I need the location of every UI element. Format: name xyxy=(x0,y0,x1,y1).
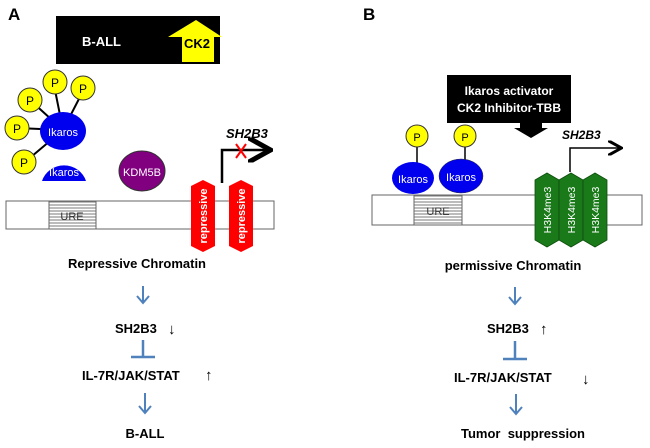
blue-arrow-icon xyxy=(136,286,150,305)
down-arrow-icon: ↓ xyxy=(582,371,590,388)
repressive-mark-label: repressive xyxy=(198,188,210,243)
repressive-mark-label: repressive xyxy=(236,188,248,243)
il7r-jak-stat-label: IL-7R/JAK/STAT xyxy=(454,370,552,385)
repressive-histone-mark xyxy=(229,180,253,252)
phospho-circle xyxy=(405,124,429,148)
chromatin-state-label: Repressive Chromatin xyxy=(68,256,206,271)
ikaros-protein-half xyxy=(42,165,86,181)
panel-a: A B-ALL CK2 P P P P P Ikaros Ika xyxy=(4,5,275,441)
ck2-label: CK2 xyxy=(184,36,210,51)
tss-arrow-icon xyxy=(220,150,268,183)
ure-region xyxy=(48,200,97,230)
blue-arrow-icon xyxy=(509,394,523,416)
ikaros-protein xyxy=(438,158,484,194)
h3k4me3-histone-mark xyxy=(582,172,608,248)
phospho-circle xyxy=(453,124,477,148)
phospho-label: P xyxy=(413,132,420,144)
ure-region xyxy=(413,194,463,226)
ikaros-label: Ikaros xyxy=(446,172,476,184)
ikaros-protein xyxy=(40,112,86,150)
phospho-circle xyxy=(42,69,68,95)
panel-b-label: B xyxy=(363,5,375,24)
b-all-banner-text: B-ALL xyxy=(82,34,121,49)
panel-a-label: A xyxy=(8,5,20,24)
ikaros-label: Ikaros xyxy=(48,127,78,139)
h3k4me3-label: H3K4me3 xyxy=(542,187,554,234)
phospho-group-a: P P P P P xyxy=(4,69,96,175)
repressive-histone-mark xyxy=(191,180,215,252)
phospho-label: P xyxy=(13,122,21,136)
up-arrow-icon: ↑ xyxy=(205,367,213,384)
inhibition-bar-icon xyxy=(131,340,155,359)
blue-arrow-icon xyxy=(138,393,152,415)
banner-line-1: Ikaros activator xyxy=(465,84,554,98)
up-arrow-icon: ↑ xyxy=(540,321,548,338)
phospho-label: P xyxy=(51,76,59,90)
blue-arrow-icon xyxy=(508,287,522,306)
sh2b3-gene-label: SH2B3 xyxy=(562,128,601,142)
ikaros-label: Ikaros xyxy=(398,174,428,186)
tumor-suppression-outcome-label: Tumor suppression xyxy=(461,426,585,441)
ikaros-protein xyxy=(392,162,434,194)
kdm5b-label: KDM5B xyxy=(123,167,161,179)
banner-line-2: CK2 Inhibitor-TBB xyxy=(457,101,561,115)
down-arrow-icon: ↓ xyxy=(168,321,176,338)
ure-label: URE xyxy=(60,211,83,223)
panel-b: B Ikaros activator CK2 Inhibitor-TBB P P… xyxy=(363,5,643,441)
ikaros-label: Ikaros xyxy=(49,167,79,179)
phospho-circle xyxy=(4,115,30,141)
ck2-up-arrow-icon xyxy=(168,20,222,62)
phospho-label: P xyxy=(20,156,28,170)
kdm5b-protein xyxy=(118,150,166,192)
chromatin-state-label: permissive Chromatin xyxy=(445,258,582,273)
sh2b3-gene-label: SH2B3 xyxy=(226,126,269,141)
tss-arrow-icon xyxy=(569,148,620,172)
phospho-circle xyxy=(11,149,37,175)
sh2b3-step-label: SH2B3 xyxy=(487,321,529,336)
h3k4me3-label: H3K4me3 xyxy=(566,187,578,234)
phospho-label: P xyxy=(26,94,34,108)
b-all-outcome-label: B-ALL xyxy=(126,426,165,441)
pathway-b: SH2B3 ↑ IL-7R/JAK/STAT ↓ Tumor suppressi… xyxy=(454,287,590,441)
phospho-circle xyxy=(17,87,43,113)
phospho-circle xyxy=(70,75,96,101)
pathway-a: SH2B3 ↓ IL-7R/JAK/STAT ↑ B-ALL xyxy=(82,286,213,441)
ikaros-activator-banner xyxy=(447,75,571,123)
ure-label: URE xyxy=(426,206,449,218)
il7r-jak-stat-label: IL-7R/JAK/STAT xyxy=(82,368,180,383)
sh2b3-step-label: SH2B3 xyxy=(115,321,157,336)
phospho-label: P xyxy=(79,82,87,96)
h3k4me3-label: H3K4me3 xyxy=(590,187,602,234)
blocked-x-icon xyxy=(235,143,247,159)
inhibition-bar-icon xyxy=(503,341,527,361)
down-arrow-black-icon xyxy=(514,123,548,138)
phospho-label: P xyxy=(461,132,468,144)
